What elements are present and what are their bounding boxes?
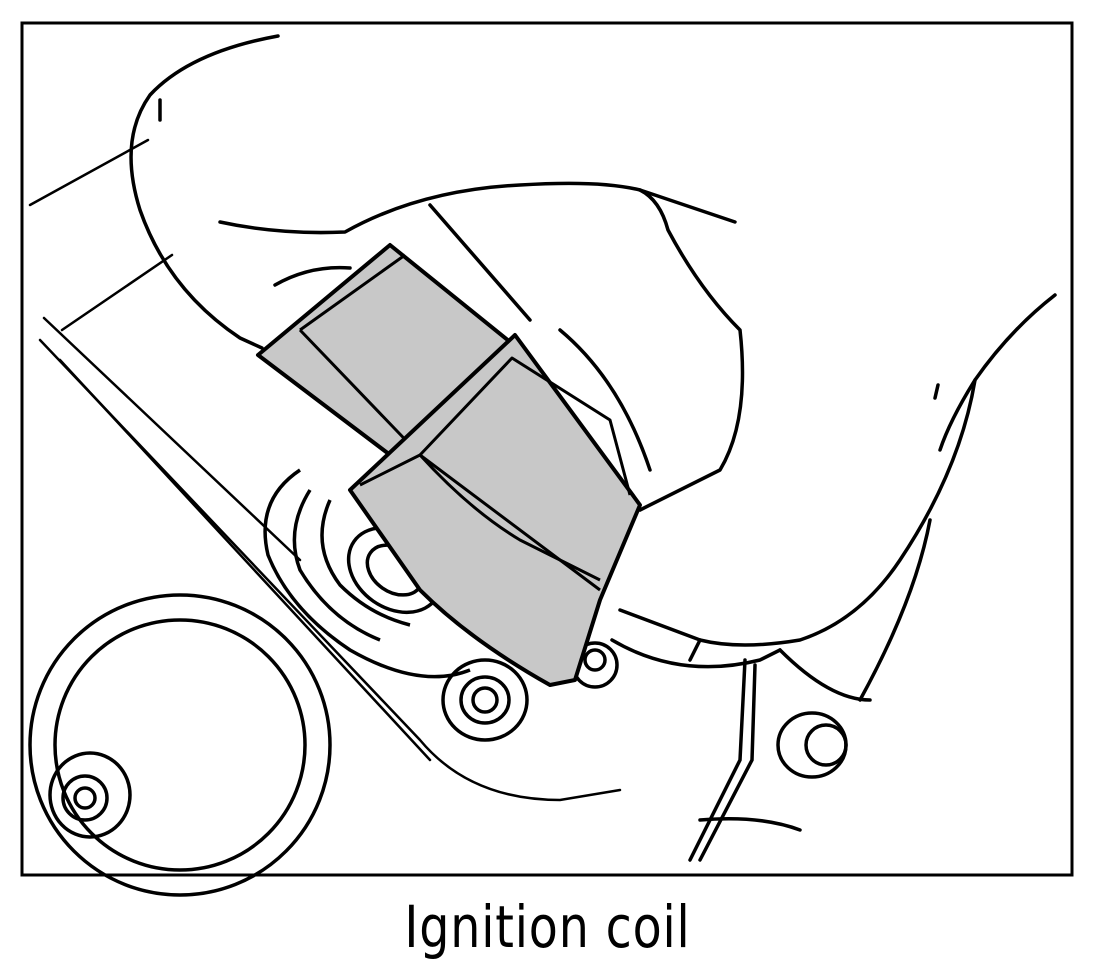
engine-cover-outline <box>28 138 622 802</box>
figure-caption: Ignition coil <box>404 893 691 961</box>
ignition-coil <box>256 243 642 687</box>
bracket <box>610 638 872 862</box>
mounting-bolt <box>441 658 529 742</box>
side-bolt <box>776 711 848 779</box>
round-cover <box>28 593 332 897</box>
hand-outline <box>129 34 1057 702</box>
